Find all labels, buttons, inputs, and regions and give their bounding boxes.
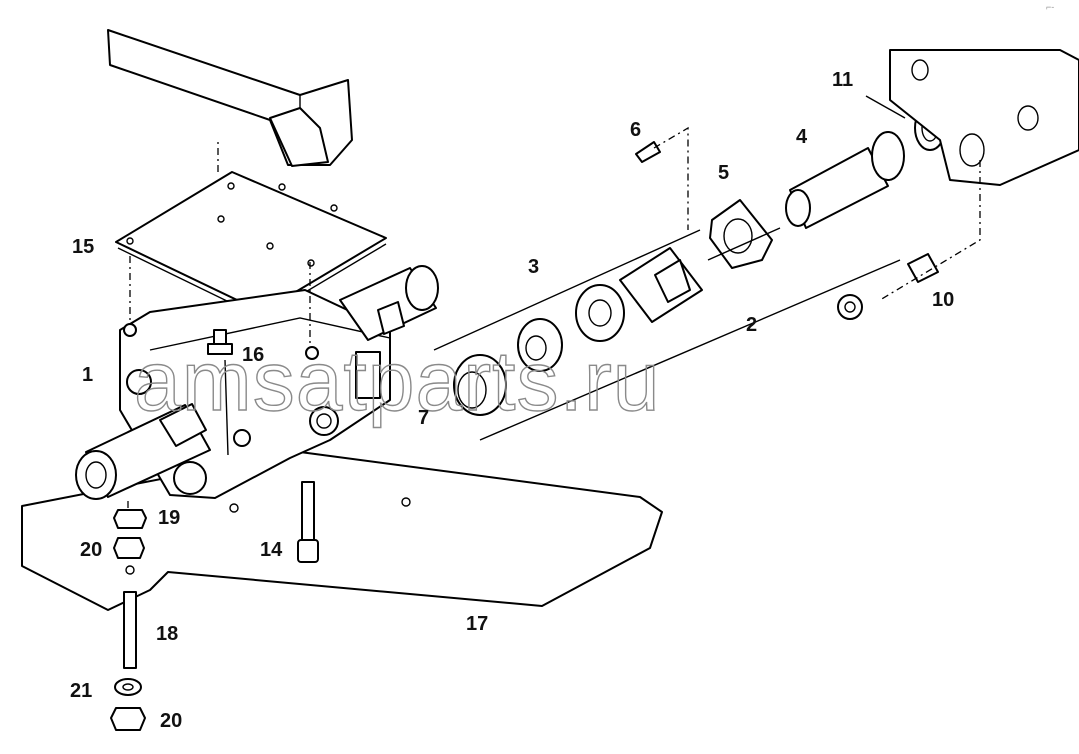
callout-20-upper: 20 (80, 539, 102, 561)
callout-2: 2 (746, 314, 757, 336)
flange-5 (709, 199, 773, 269)
callout-17: 17 (466, 613, 488, 635)
callout-21: 21 (70, 680, 92, 702)
washer-21 (114, 678, 142, 696)
callout-11: 11 (832, 69, 853, 91)
callout-19: 19 (158, 507, 180, 529)
leader-lines (127, 95, 981, 508)
gear-nut (517, 318, 563, 372)
screw-16 (207, 329, 233, 355)
solenoid-rear (339, 265, 439, 341)
callout-1: 1 (82, 364, 93, 386)
callout-3: 3 (528, 256, 539, 278)
fitting (837, 294, 863, 320)
screw-14 (297, 481, 319, 563)
callout-20-lower: 20 (160, 710, 182, 732)
nut-19 (113, 509, 147, 529)
cover-plate (115, 171, 387, 319)
screw-6 (635, 141, 661, 163)
coil-ring-7 (453, 354, 507, 416)
callout-5: 5 (718, 162, 729, 184)
callout-7: 7 (418, 407, 429, 429)
coil-body (619, 247, 703, 323)
stud-18 (123, 591, 137, 669)
coil-sleeve (575, 284, 625, 342)
plug-10 (907, 253, 939, 283)
upper-bracket (107, 29, 353, 167)
callout-10: 10 (932, 289, 954, 311)
callout-6: 6 (630, 119, 641, 141)
callout-14: 14 (260, 539, 283, 561)
corner-mark: ⌐- (1046, 2, 1054, 12)
nut-20-upper (113, 537, 145, 559)
callout-16: 16 (242, 344, 264, 366)
tube-4 (785, 131, 905, 229)
housing (889, 49, 1079, 186)
nut-20-lower (110, 707, 146, 731)
callout-15: 15 (72, 236, 94, 258)
watermark: amsatparts.ru (134, 334, 661, 428)
callout-4: 4 (796, 126, 808, 148)
callout-18: 18 (156, 623, 178, 645)
solenoid-front (75, 403, 211, 500)
